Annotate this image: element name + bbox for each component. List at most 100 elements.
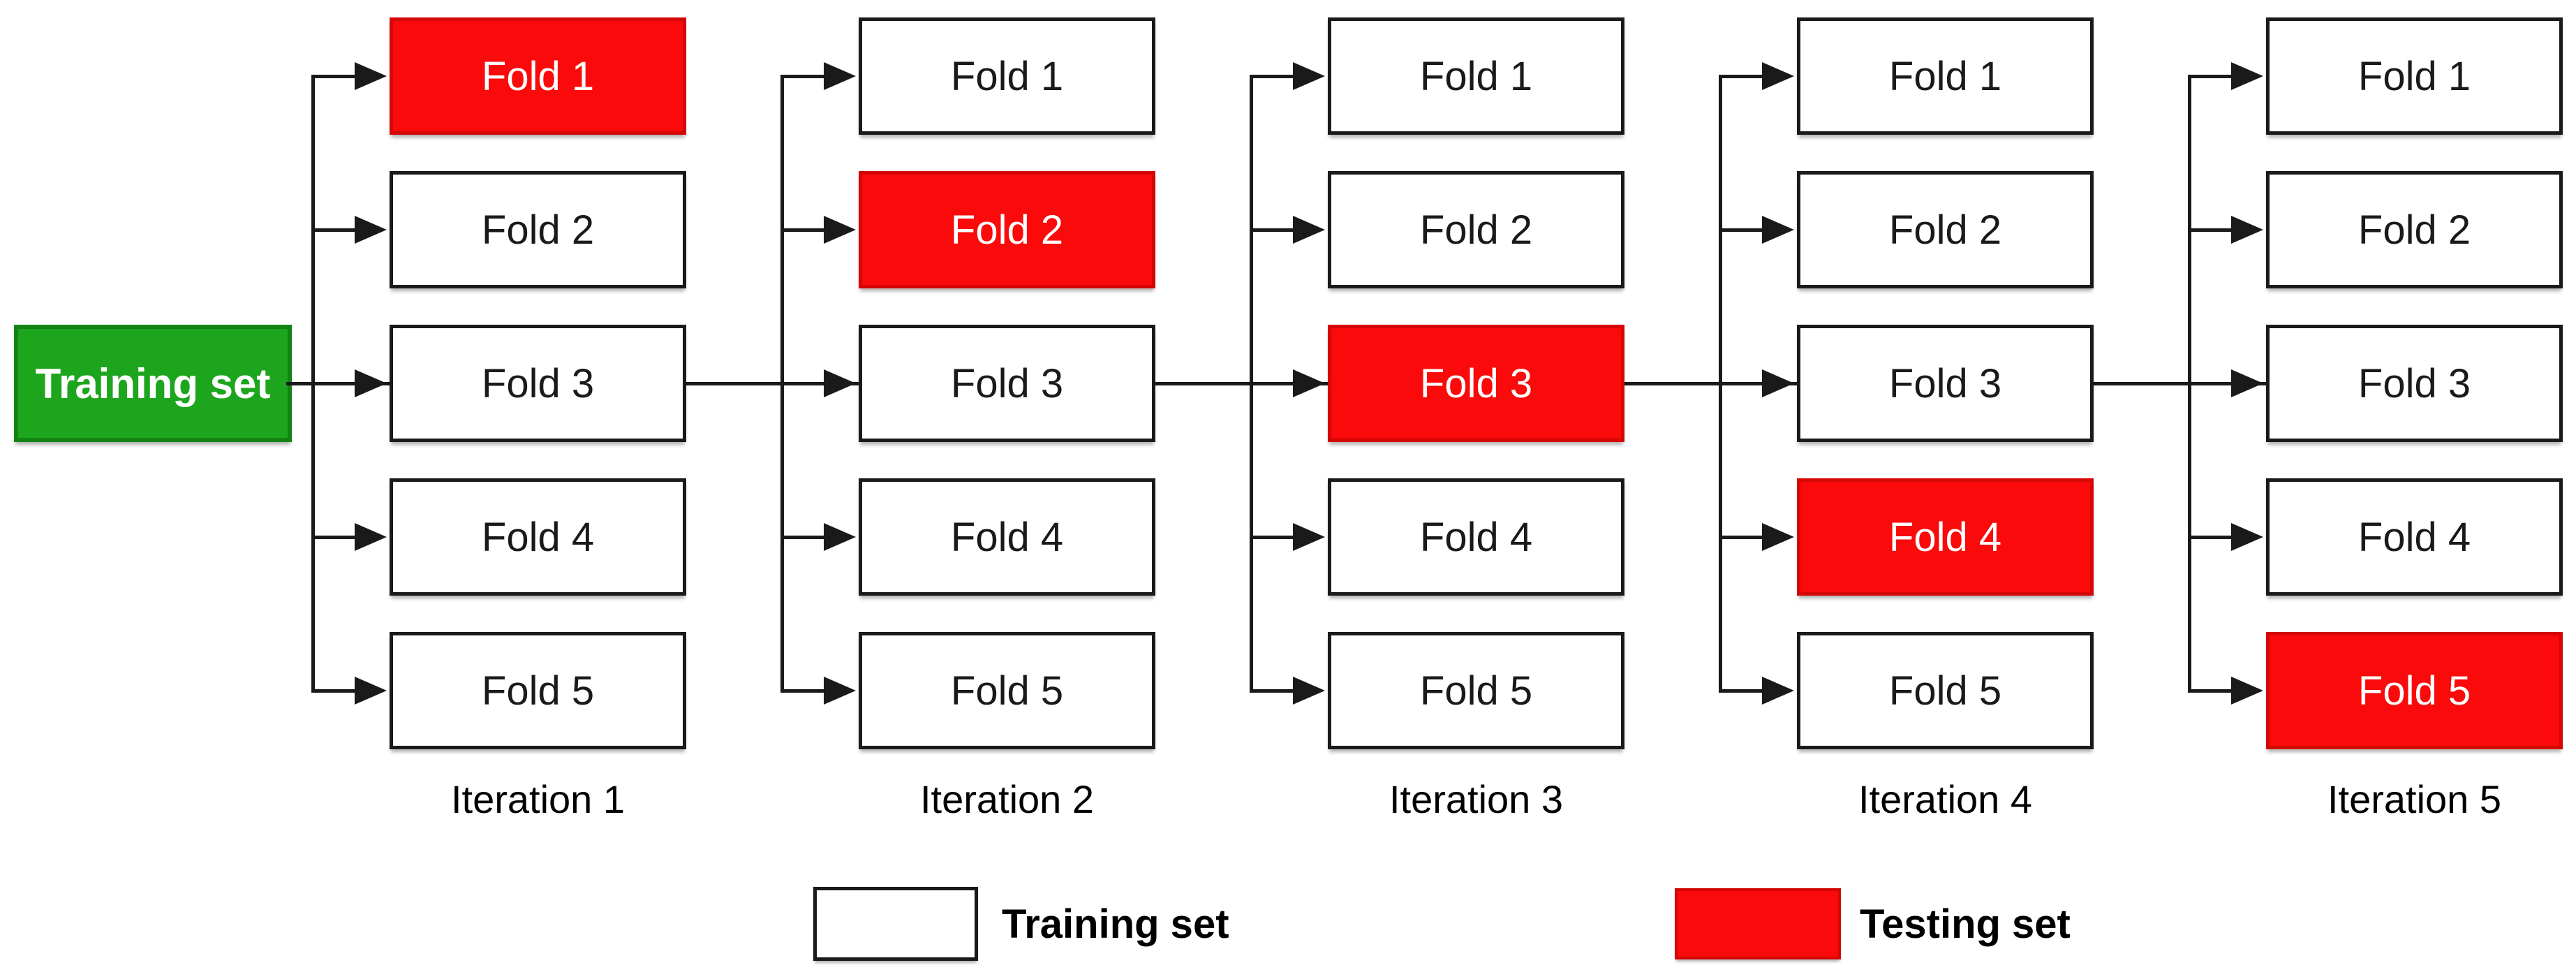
trunk-line	[780, 75, 784, 692]
fold-box-iter1-fold2: Fold 2	[390, 171, 686, 288]
legend-testing-label: Testing set	[1860, 901, 2071, 947]
fold-label: Fold 5	[2357, 668, 2471, 714]
fold-box-iter1-fold4: Fold 4	[390, 478, 686, 596]
branch-line	[780, 689, 829, 693]
fold-label: Fold 1	[1888, 53, 2002, 99]
fold-box-iter3-fold5: Fold 5	[1328, 632, 1624, 749]
branch-line	[2188, 536, 2237, 539]
legend-training-swatch	[813, 887, 978, 961]
legend-testing-swatch	[1675, 888, 1841, 959]
fold-label: Fold 4	[950, 514, 1064, 560]
fold-label: Fold 1	[1419, 53, 1533, 99]
training-set-source-label: Training set	[35, 360, 271, 407]
arrowhead-icon	[824, 523, 856, 551]
connector-line-source-to-iter1	[286, 382, 391, 385]
arrowhead-icon	[2231, 677, 2263, 705]
fold-box-iter5-fold4: Fold 4	[2266, 478, 2563, 596]
arrowhead-icon	[2231, 216, 2263, 244]
arrowhead-icon	[1762, 523, 1794, 551]
arrowhead-icon	[355, 369, 387, 397]
legend-training-label: Training set	[1002, 901, 1229, 947]
branch-line	[311, 228, 360, 232]
fold-box-iter4-fold3: Fold 3	[1797, 325, 2094, 442]
arrowhead-icon	[1762, 369, 1794, 397]
arrowhead-icon	[355, 62, 387, 90]
iteration-1-label: Iteration 1	[450, 777, 626, 821]
fold-box-iter1-fold3: Fold 3	[390, 325, 686, 442]
branch-line	[311, 536, 360, 539]
branch-line	[1719, 689, 1768, 693]
fold-label: Fold 5	[1888, 668, 2002, 714]
arrowhead-icon	[1293, 216, 1325, 244]
fold-box-iter1-fold1: Fold 1	[390, 17, 686, 135]
fold-label: Fold 4	[481, 514, 595, 560]
fold-label: Fold 5	[950, 668, 1064, 714]
connector-line-iter2-to-iter3	[1155, 382, 1329, 385]
fold-box-iter4-fold1: Fold 1	[1797, 17, 2094, 135]
arrowhead-icon	[1762, 62, 1794, 90]
fold-label: Fold 2	[1888, 207, 2002, 253]
iteration-3-label: Iteration 3	[1389, 777, 1564, 821]
arrowhead-icon	[1293, 62, 1325, 90]
trunk-line	[2188, 75, 2191, 692]
training-set-source-box: Training set	[14, 325, 292, 442]
fold-label: Fold 5	[1419, 668, 1533, 714]
branch-line	[1719, 75, 1768, 78]
fold-box-iter5-fold1: Fold 1	[2266, 17, 2563, 135]
fold-label: Fold 3	[950, 360, 1064, 406]
fold-box-iter3-fold1: Fold 1	[1328, 17, 1624, 135]
connector-line-iter4-to-iter5	[2094, 382, 2267, 385]
arrowhead-icon	[2231, 62, 2263, 90]
fold-label: Fold 4	[2357, 514, 2471, 560]
arrowhead-icon	[355, 216, 387, 244]
fold-box-iter2-fold3: Fold 3	[859, 325, 1155, 442]
trunk-line	[311, 75, 315, 692]
fold-label: Fold 2	[2357, 207, 2471, 253]
fold-label: Fold 4	[1419, 514, 1533, 560]
fold-box-iter5-fold5: Fold 5	[2266, 632, 2563, 749]
branch-line	[2188, 689, 2237, 693]
branch-line	[1719, 536, 1768, 539]
branch-line	[1250, 228, 1298, 232]
branch-line	[311, 689, 360, 693]
fold-label: Fold 2	[1419, 207, 1533, 253]
arrowhead-icon	[1293, 677, 1325, 705]
fold-label: Fold 1	[481, 53, 595, 99]
branch-line	[1250, 75, 1298, 78]
fold-box-iter5-fold3: Fold 3	[2266, 325, 2563, 442]
fold-label: Fold 1	[950, 53, 1064, 99]
fold-label: Fold 2	[950, 207, 1064, 253]
fold-label: Fold 3	[481, 360, 595, 406]
arrowhead-icon	[1762, 677, 1794, 705]
branch-line	[2188, 228, 2237, 232]
fold-label: Fold 3	[1419, 360, 1533, 406]
fold-label: Fold 3	[1888, 360, 2002, 406]
branch-line	[780, 536, 829, 539]
arrowhead-icon	[355, 523, 387, 551]
branch-line	[1719, 228, 1768, 232]
fold-label: Fold 5	[481, 668, 595, 714]
fold-box-iter4-fold2: Fold 2	[1797, 171, 2094, 288]
fold-box-iter2-fold2: Fold 2	[859, 171, 1155, 288]
connector-line-iter3-to-iter4	[1624, 382, 1798, 385]
iteration-5-column: Fold 1 Fold 2 Fold 3 Fold 4 Fold 5 Itera…	[2188, 0, 2563, 979]
arrowhead-icon	[2231, 523, 2263, 551]
fold-box-iter3-fold3: Fold 3	[1328, 325, 1624, 442]
arrowhead-icon	[824, 62, 856, 90]
branch-line	[780, 228, 829, 232]
arrowhead-icon	[824, 369, 856, 397]
branch-line	[1250, 536, 1298, 539]
arrowhead-icon	[1762, 216, 1794, 244]
iteration-1-column: Fold 1 Fold 2 Fold 3 Fold 4 Fold 5 Itera…	[311, 0, 686, 979]
fold-box-iter3-fold2: Fold 2	[1328, 171, 1624, 288]
fold-label: Fold 4	[1888, 514, 2002, 560]
fold-label: Fold 2	[481, 207, 595, 253]
fold-box-iter4-fold5: Fold 5	[1797, 632, 2094, 749]
branch-line	[2188, 75, 2237, 78]
arrowhead-icon	[1293, 523, 1325, 551]
fold-box-iter2-fold1: Fold 1	[859, 17, 1155, 135]
iteration-2-column: Fold 1 Fold 2 Fold 3 Fold 4 Fold 5 Itera…	[780, 0, 1155, 979]
fold-box-iter4-fold4: Fold 4	[1797, 478, 2094, 596]
fold-label: Fold 3	[2357, 360, 2471, 406]
